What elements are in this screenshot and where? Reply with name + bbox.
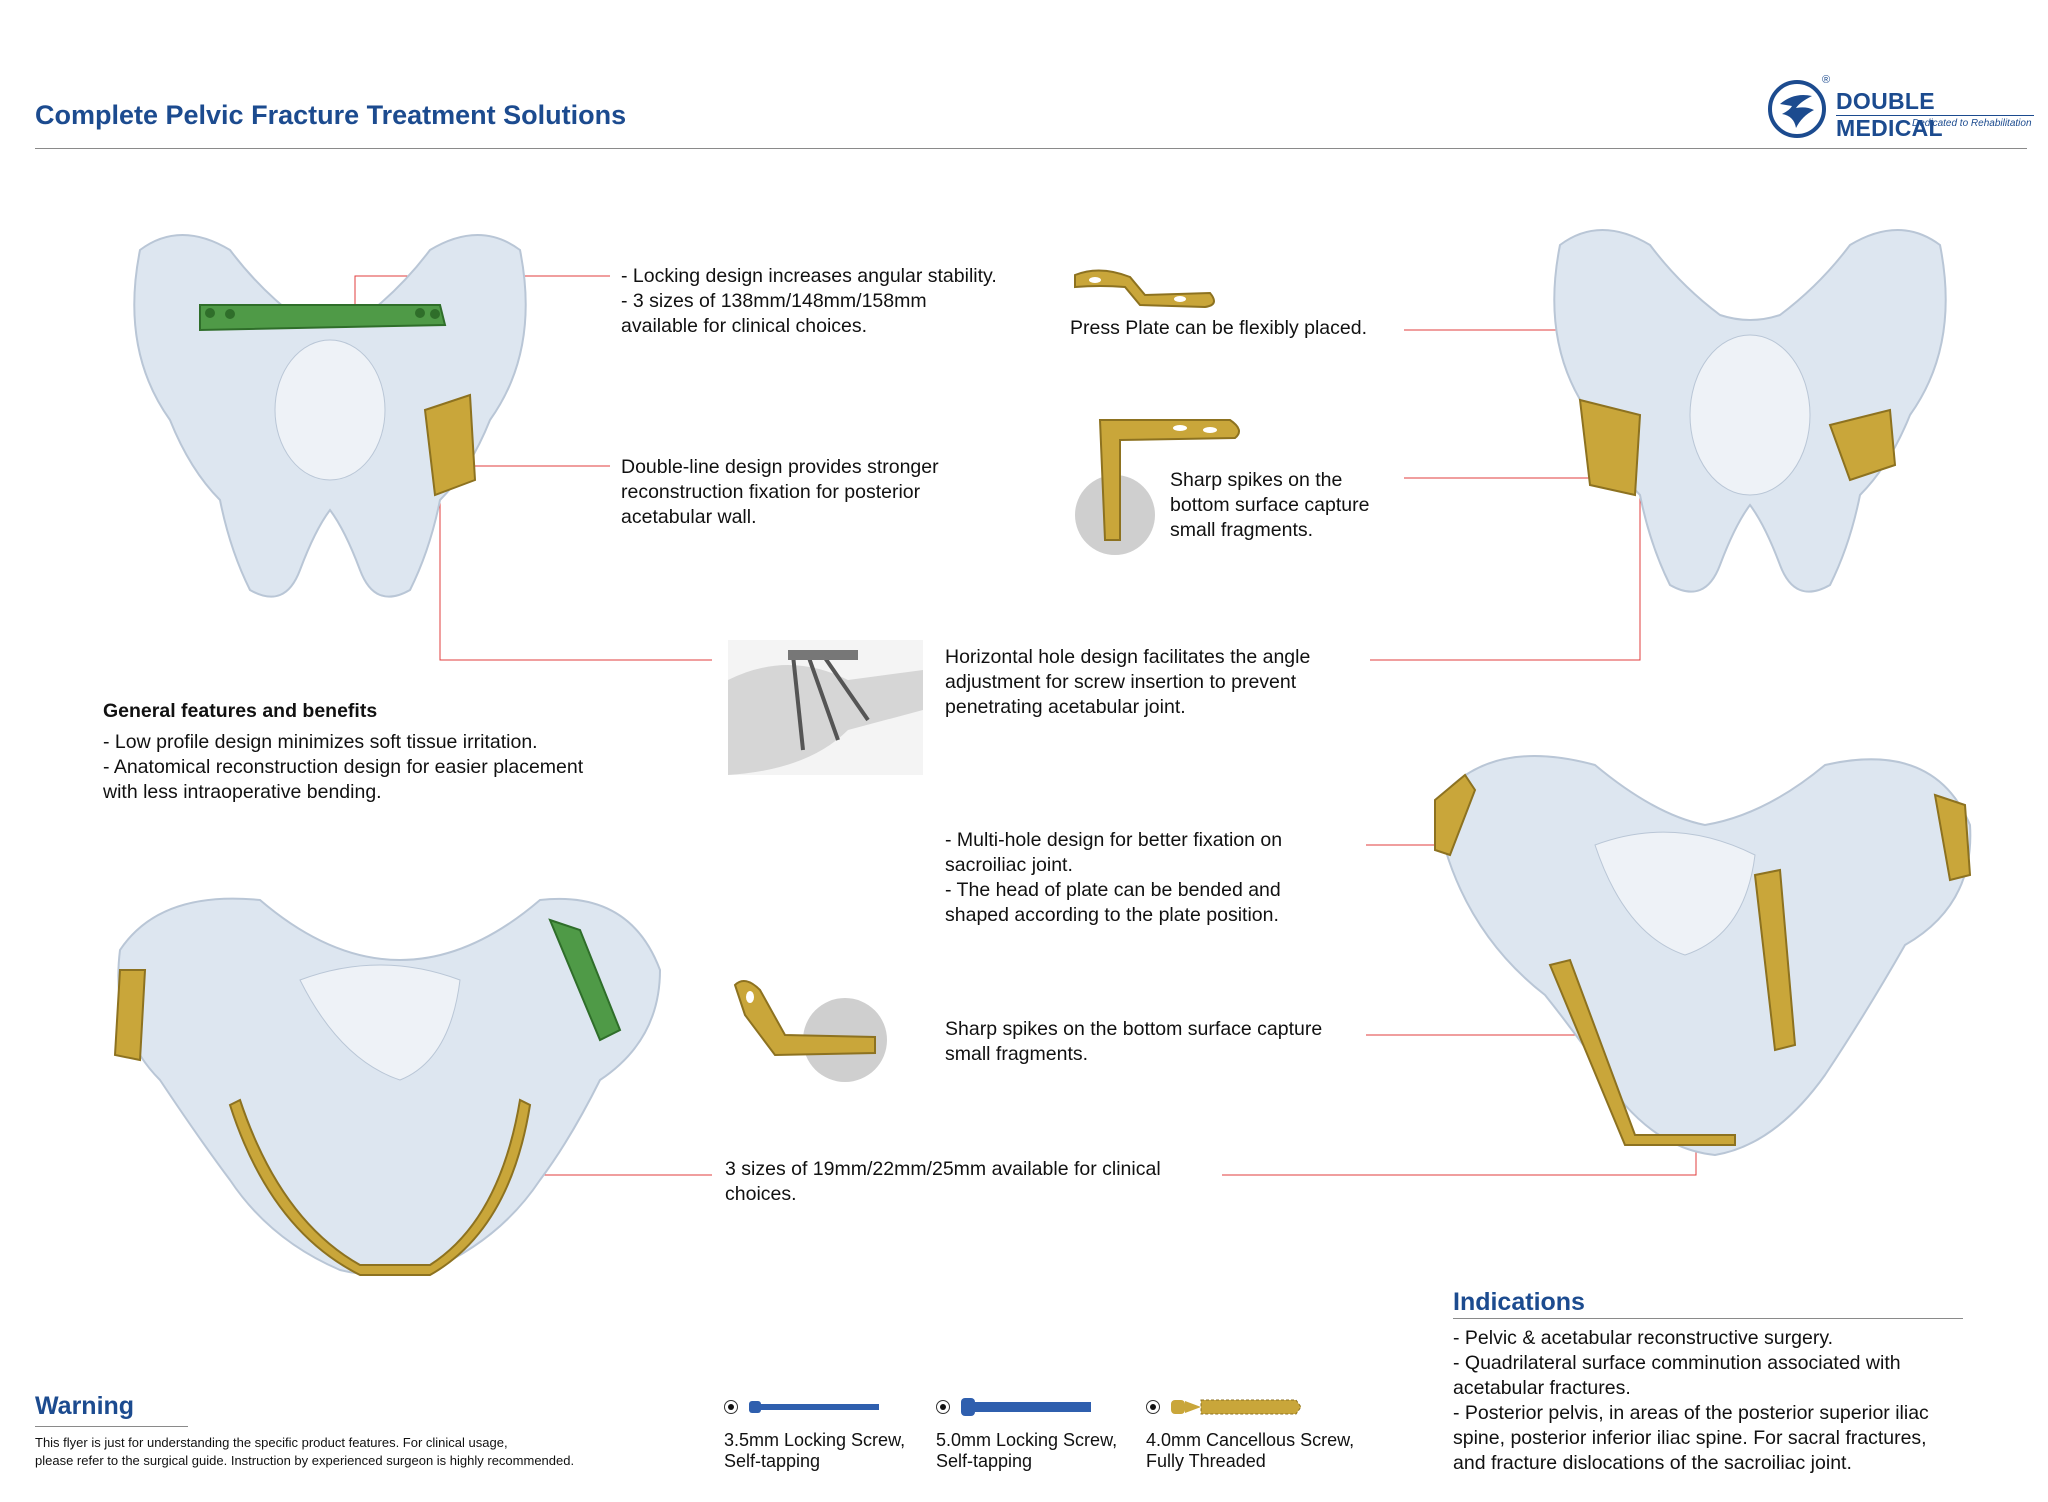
- double-medical-logo-icon: [1768, 80, 1826, 138]
- registered-mark: ®: [1822, 74, 1831, 86]
- page-title: Complete Pelvic Fracture Treatment Solut…: [35, 100, 627, 130]
- screw-illustration-icon: [749, 1401, 879, 1413]
- callout-multi-hole: - Multi-hole design for better fixation …: [945, 829, 1283, 926]
- bullet-icon: [936, 1400, 950, 1414]
- screw-label: 5.0mm Locking Screw, Self-tapping: [936, 1430, 1118, 1471]
- callout-sizes: 3 sizes of 19mm/22mm/25mm available for …: [725, 1158, 1161, 1205]
- indications-divider: [1453, 1318, 1963, 1319]
- screw-list: 3.5mm Locking Screw, Self-tapping 5.0mm …: [724, 1398, 1354, 1478]
- callout-double-line: Double-line design provides stronger rec…: [621, 456, 939, 528]
- general-features-body: - Low profile design minimizes soft tiss…: [103, 731, 584, 803]
- screw-label: 4.0mm Cancellous Screw, Fully Threaded: [1146, 1430, 1355, 1471]
- press-plate-illustration-icon: [1075, 419, 1240, 555]
- callout-locking-design: - Locking design increases angular stabi…: [621, 265, 997, 337]
- brand-rule: [1836, 115, 2034, 116]
- brand-name: DOUBLE MEDICAL: [1836, 88, 1943, 141]
- press-plate-illustration-icon: [1074, 269, 1215, 309]
- press-plate-illustration-icon: [733, 980, 887, 1082]
- callout-press-plate: Press Plate can be flexibly placed.: [1070, 317, 1367, 339]
- screw-label: 3.5mm Locking Screw, Self-tapping: [724, 1430, 906, 1471]
- bullet-icon: [1146, 1400, 1160, 1414]
- warning-divider: [35, 1426, 188, 1427]
- callout-sharp-spikes-2: Sharp spikes on the bottom surface captu…: [945, 1018, 1323, 1065]
- warning-heading: Warning: [35, 1392, 135, 1420]
- screw-illustration-icon: [1171, 1399, 1302, 1415]
- pelvis-illustration-icon: [133, 234, 527, 598]
- acetabulum-screw-illustration-icon: [728, 640, 923, 775]
- pelvis-illustration-icon: [1433, 755, 1972, 1157]
- indications-body: - Pelvic & acetabular reconstructive sur…: [1453, 1327, 1929, 1474]
- callout-sharp-spikes-1: Sharp spikes on the bottom surface captu…: [1170, 469, 1370, 541]
- warning-body: This flyer is just for understanding the…: [35, 1435, 575, 1468]
- brand-logo: ® DOUBLE MEDICAL Dedicated to Rehabilita…: [1766, 74, 2036, 146]
- general-features-heading: General features and benefits: [103, 700, 378, 722]
- brand-tagline: Dedicated to Rehabilitation: [1912, 118, 2032, 129]
- screw-illustration-icon: [961, 1398, 1091, 1416]
- header-divider: [35, 148, 2027, 149]
- pelvis-illustration-icon: [113, 897, 662, 1276]
- pelvis-illustration-icon: [1553, 229, 1947, 593]
- callout-horizontal-hole: Horizontal hole design facilitates the a…: [945, 646, 1311, 718]
- bullet-icon: [724, 1400, 738, 1414]
- indications-heading: Indications: [1453, 1288, 1585, 1316]
